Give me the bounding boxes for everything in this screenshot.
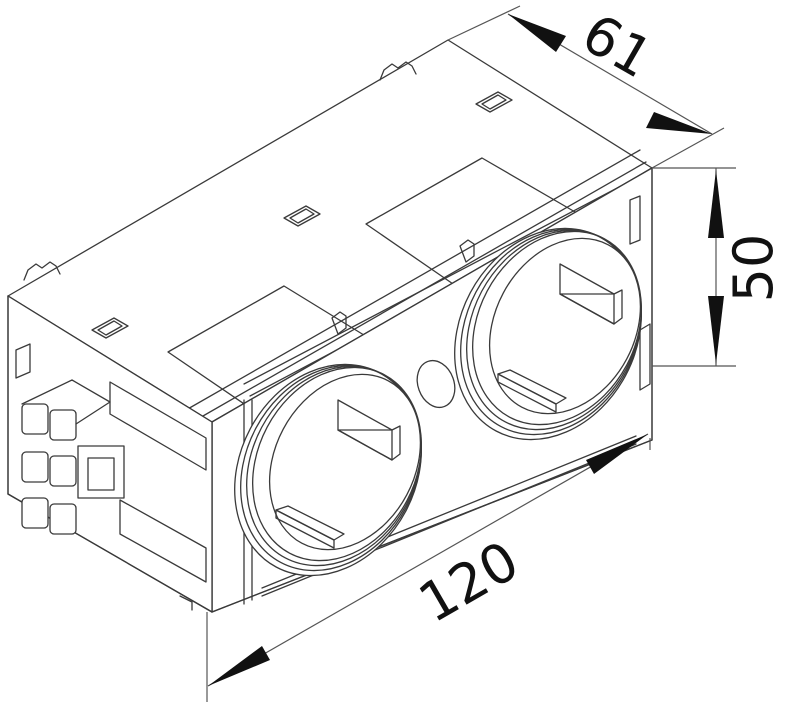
socket-ring-right <box>454 227 642 441</box>
left-end-face <box>7 295 213 613</box>
width-label: 120 <box>408 529 529 635</box>
depth-label: 61 <box>572 2 663 91</box>
socket-ring-left <box>234 363 422 577</box>
height-label: 50 <box>722 234 785 303</box>
dimension-height: 50 <box>652 167 785 367</box>
